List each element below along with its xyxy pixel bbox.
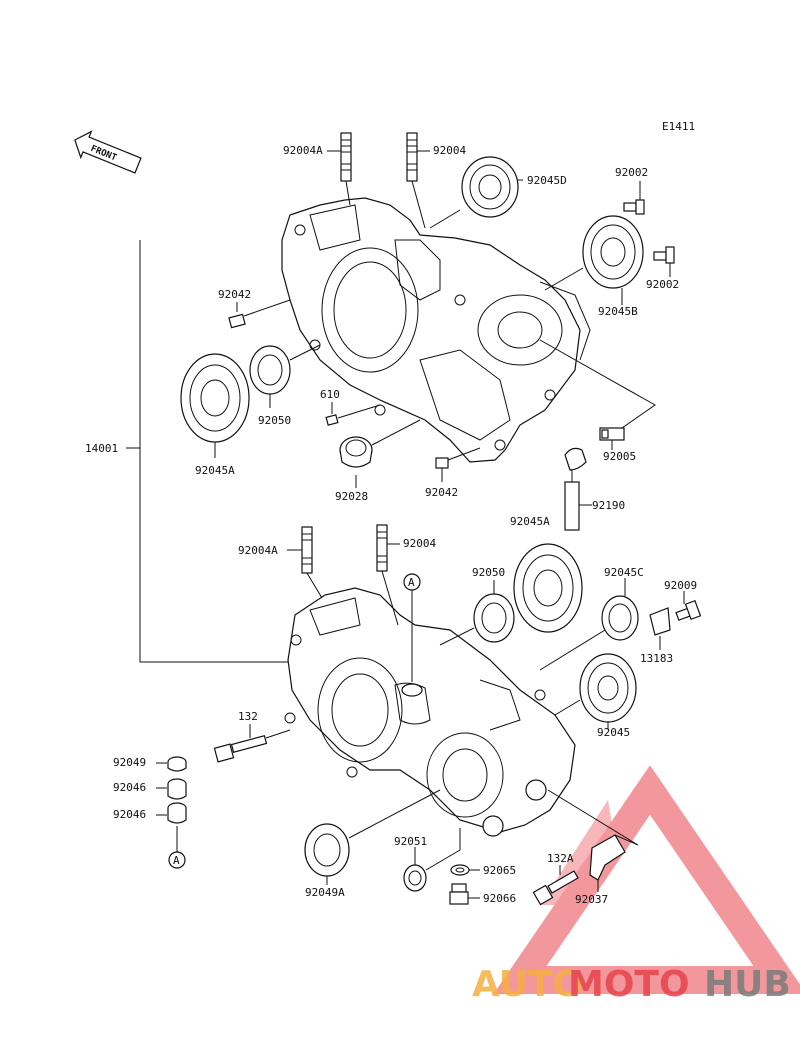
label-92045: 92045 [597,726,630,739]
oil-seal-92050-a [249,344,321,408]
ref-marker-a-text: A [408,576,415,589]
stud-92004A-upper [340,132,352,206]
label-92045D: 92045D [527,174,567,187]
label-92042-b: 92042 [425,486,458,499]
plate-13183 [649,607,671,650]
label-92004A-upper: 92004A [283,144,323,157]
label-13183: 13183 [640,652,673,665]
label-92046-b: 92046 [113,808,146,821]
bearing-92045D [429,156,523,229]
hose-92190 [564,447,592,531]
lower-crankcase-half [284,587,576,837]
watermark-auto: AUTO [472,964,583,1005]
washer-92049 [167,756,187,772]
stud-92004-upper [406,132,426,229]
fitting-92005 [539,339,656,450]
label-92009: 92009 [664,579,697,592]
label-92065: 92065 [483,864,516,877]
collar-92046-b [167,802,187,852]
label-92002-a: 92002 [615,166,648,179]
label-92066: 92066 [483,892,516,905]
label-92002-b: 92002 [646,278,679,291]
assembly-bracket [126,240,290,663]
label-92028: 92028 [335,490,368,503]
oil-seal-92050-b [439,580,515,646]
label-92004-upper: 92004 [433,144,466,157]
label-92004-lower: 92004 [403,537,436,550]
watermark-text: AUTO MOTO HUB [472,964,791,1005]
bearing-92045C [539,578,639,671]
bearing-92045A-a [180,353,250,458]
clamp-92037 [547,789,639,892]
label-132A: 132A [547,852,574,865]
bolt-92009 [675,591,702,621]
label-132: 132 [238,710,258,723]
label-92045B: 92045B [598,305,638,318]
label-92004A-lower: 92004A [238,544,278,557]
label-92051: 92051 [394,835,427,848]
label-92190: 92190 [592,499,625,512]
label-92045A-b: 92045A [510,515,550,528]
label-92046-a: 92046 [113,781,146,794]
svg-text:A: A [173,854,180,867]
pin-610 [325,402,381,426]
upper-crankcase-half [281,197,591,463]
dowel-92042-a [228,299,291,329]
label-92042-a: 92042 [218,288,251,301]
bolt-132 [213,724,291,763]
watermark-moto: MOTO [568,964,690,1005]
front-arrow-icon: FRONT [74,130,142,174]
label-92045C: 92045C [604,566,644,579]
bolt-92002-b [653,246,675,277]
watermark-logo [493,765,800,994]
dowel-92042-b [435,447,481,482]
washer-92065 [450,864,480,876]
label-92037: 92037 [575,893,608,906]
oil-seal-92049A [304,789,441,885]
label-92050-b: 92050 [472,566,505,579]
plug-92066 [449,883,480,905]
ref-marker-a-lower: A [168,851,186,869]
label-92049A: 92049A [305,886,345,899]
label-92045A-a: 92045A [195,464,235,477]
label-610: 610 [320,388,340,401]
label-14001: 14001 [85,442,118,455]
bearing-92045 [554,653,637,730]
watermark-hub: HUB [704,964,791,1005]
figure-code: E1411 [662,120,695,133]
stud-92004-lower [376,524,399,626]
stud-92004A-lower [301,526,323,599]
ref-marker-a-upper: A [403,573,421,682]
collar-92046-a [167,778,187,800]
bearing-large-lower [513,543,583,633]
bearing-92045B [544,215,644,305]
oil-seal-92051 [403,828,461,892]
collar-92028 [339,419,421,488]
bolt-132A [532,865,579,906]
label-92049: 92049 [113,756,146,769]
bolt-92002-a [623,181,645,215]
label-92005: 92005 [603,450,636,463]
label-92050-a: 92050 [258,414,291,427]
